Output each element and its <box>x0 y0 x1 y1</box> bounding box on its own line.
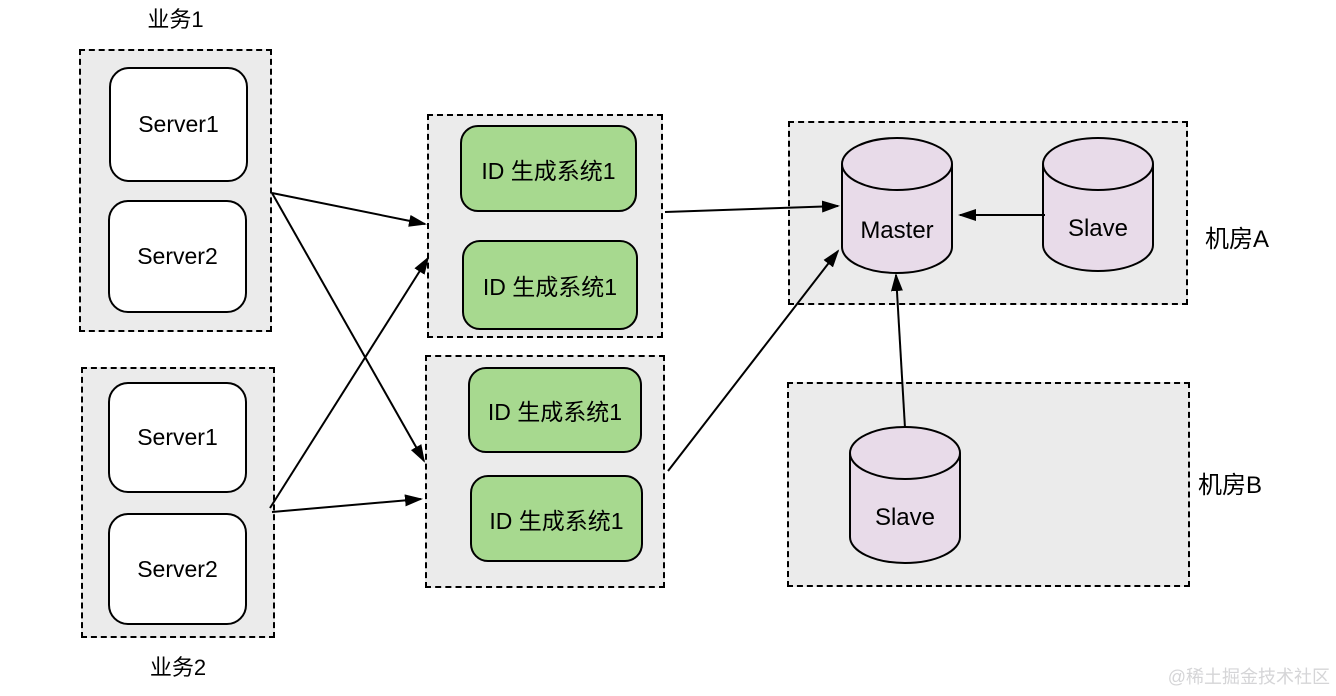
roomB-slave-db-label: Slave <box>874 504 936 531</box>
watermark-text: @稀土掘金技术社区 <box>1167 667 1330 687</box>
edge-biz2-to-cluster1 <box>269 256 430 509</box>
id-cluster2-node1: ID 生成系统1 <box>468 367 642 453</box>
biz2-group-label: 业务2 <box>149 655 207 680</box>
edge-biz2-to-cluster2 <box>271 494 423 513</box>
biz1-server2-node: Server2 <box>108 200 247 313</box>
biz2-server1-node: Server1 <box>108 382 247 493</box>
id-cluster2-node2: ID 生成系统1 <box>470 475 643 562</box>
id-cluster1-node2: ID 生成系统1 <box>462 240 638 330</box>
roomA-label: 机房A <box>1205 226 1270 253</box>
biz1-group-label: 业务1 <box>147 7 204 32</box>
edge-biz1-to-cluster2 <box>271 192 425 463</box>
roomB-box <box>787 382 1190 587</box>
master-db-label: Master <box>860 217 934 244</box>
roomA-box <box>788 121 1188 305</box>
id-cluster1-node1: ID 生成系统1 <box>460 125 637 212</box>
roomB-label: 机房B <box>1198 472 1263 499</box>
biz2-server2-node: Server2 <box>108 513 247 625</box>
biz1-server1-node: Server1 <box>109 67 248 182</box>
edge-biz1-to-cluster1 <box>271 192 427 227</box>
roomA-slave-db-label: Slave <box>1067 215 1129 242</box>
